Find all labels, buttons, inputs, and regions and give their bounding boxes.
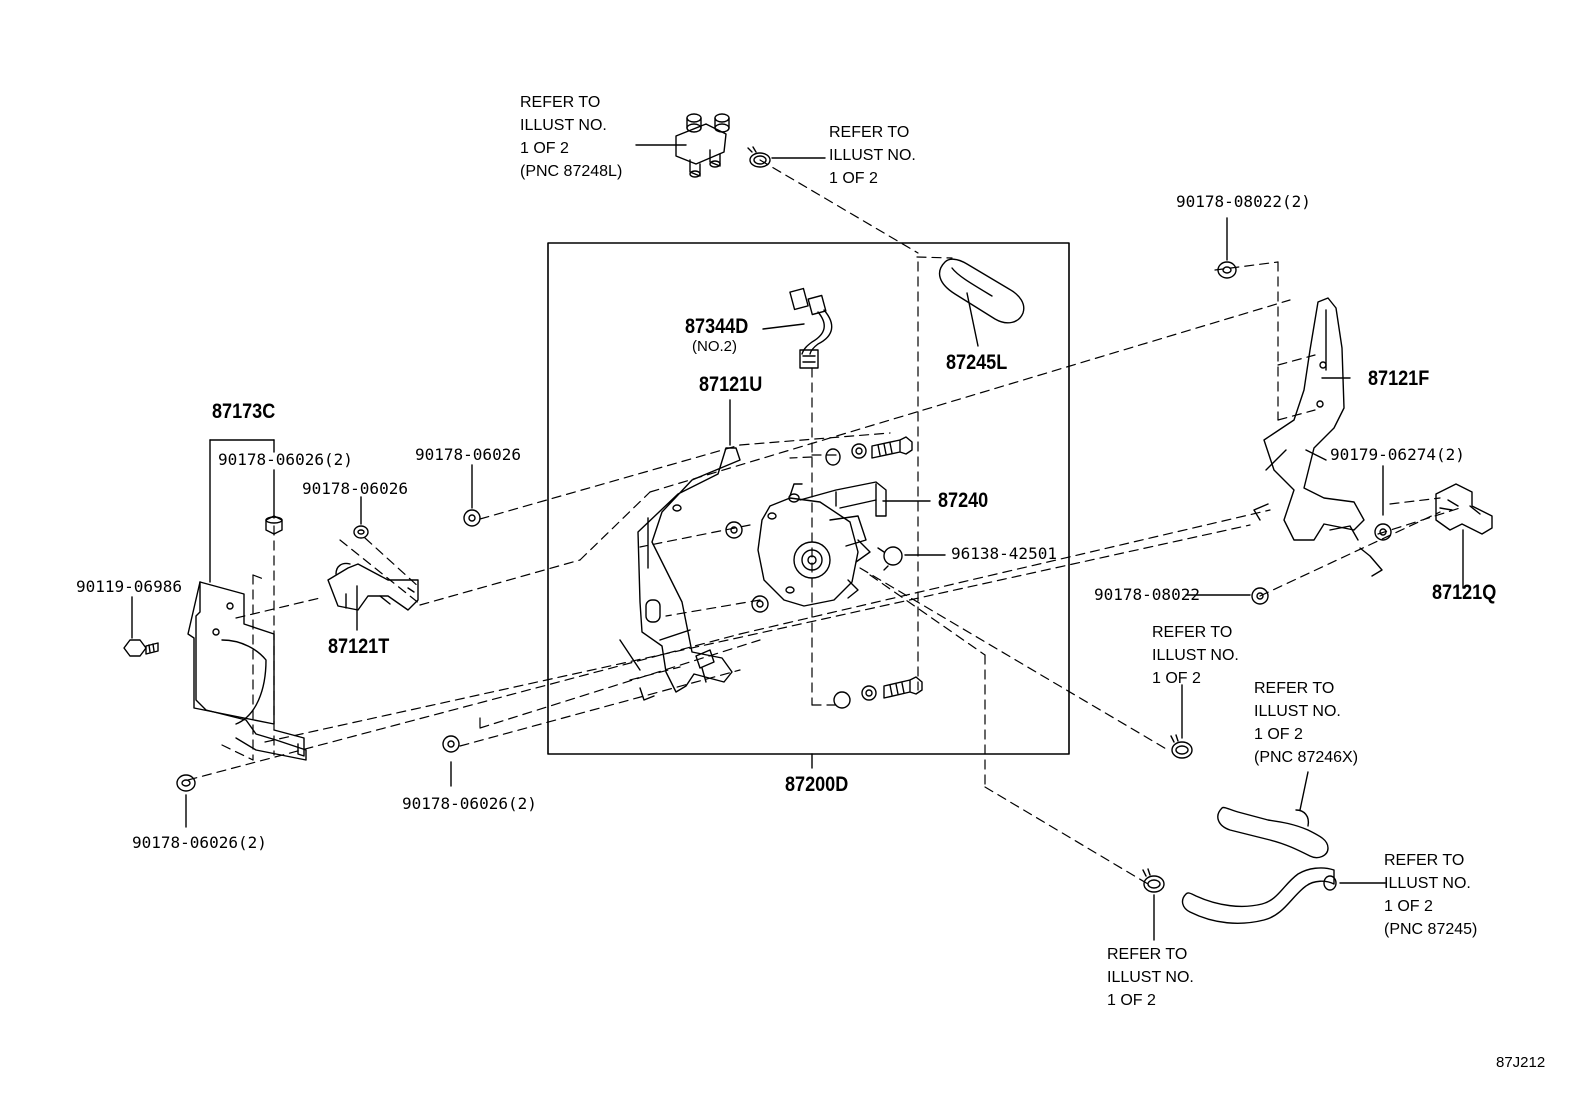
part-label-90178-06026-center[interactable]: 90178-06026	[415, 445, 521, 464]
refer-note-hose-87246X: REFER TO ILLUST NO. 1 OF 2 (PNC 87246X)	[1254, 680, 1359, 766]
part-label-87173C[interactable]: 87173C	[212, 400, 276, 423]
part-label-90119-06986[interactable]: 90119-06986	[76, 577, 182, 596]
valve-icon	[757, 481, 887, 607]
part-label-87121F[interactable]: 87121F	[1368, 367, 1430, 390]
refer-note-hose-87245: REFER TO ILLUST NO. 1 OF 2 (PNC 87245)	[1384, 852, 1478, 938]
part-label-90178-06026-2-upper[interactable]: 90178-06026(2)	[218, 450, 353, 469]
part-label-87240[interactable]: 87240	[938, 489, 989, 512]
part-label-90178-06026-left[interactable]: 90178-06026	[302, 479, 408, 498]
nut-icon	[1374, 523, 1392, 541]
bracket-icon	[1253, 297, 1383, 577]
part-label-87121Q[interactable]: 87121Q	[1432, 581, 1497, 604]
nut-icon	[1251, 587, 1269, 605]
bracket-icon	[619, 447, 741, 701]
part-label-90178-08022[interactable]: 90178-08022	[1094, 585, 1200, 604]
refer-note-valve: REFER TO ILLUST NO. 1 OF 2 (PNC 87248L)	[520, 94, 623, 180]
part-label-90179-06274-2[interactable]: 90179-06274(2)	[1330, 445, 1465, 464]
part-label-96138-42501[interactable]: 96138-42501	[951, 544, 1057, 563]
nut-icon	[265, 515, 283, 535]
nut-icon	[176, 509, 481, 792]
valve-icon	[675, 113, 730, 178]
assembly-box	[547, 242, 1070, 755]
diagram-code: 87J212	[1496, 1054, 1546, 1071]
bolt-icon	[825, 436, 913, 466]
part-label-87245L[interactable]: 87245L	[946, 351, 1008, 374]
part-label-87344D[interactable]: 87344D	[685, 315, 749, 338]
hose-icon	[1217, 806, 1329, 859]
connector-icon	[789, 287, 833, 369]
bracket-icon	[187, 581, 307, 761]
bolt-icon	[833, 676, 923, 709]
clamp-icon	[747, 146, 771, 168]
clamp-icon	[1142, 868, 1165, 893]
nut-icon	[725, 521, 769, 613]
part-label-87121U[interactable]: 87121U	[699, 373, 763, 396]
refer-note-clamp-bottom: REFER TO ILLUST NO. 1 OF 2	[1107, 946, 1194, 1009]
part-label-87121T[interactable]: 87121T	[328, 635, 390, 658]
part-label-90178-06026-2-lower[interactable]: 90178-06026(2)	[402, 794, 537, 813]
clamp-icon	[877, 546, 903, 571]
clamp-icon	[1170, 734, 1193, 759]
nut-icon	[1217, 261, 1237, 279]
refer-note-clamp-right: REFER TO ILLUST NO. 1 OF 2	[1152, 624, 1239, 687]
hose-icon	[938, 258, 1025, 324]
hose-icon	[1181, 867, 1337, 924]
part-label-87344D-sub: (NO.2)	[692, 338, 737, 355]
bracket-icon	[327, 525, 419, 611]
part-label-87200D[interactable]: 87200D	[785, 773, 849, 796]
bracket-icon	[1435, 483, 1493, 535]
part-label-90178-08022-2[interactable]: 90178-08022(2)	[1176, 192, 1311, 211]
part-label-90178-06026-2-bottom[interactable]: 90178-06026(2)	[132, 833, 267, 852]
bolt-icon	[123, 639, 159, 657]
refer-note-top-clamp: REFER TO ILLUST NO. 1 OF 2	[829, 124, 916, 187]
